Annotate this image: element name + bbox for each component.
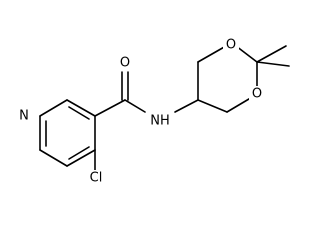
chlorine-label: Cl xyxy=(90,171,103,186)
chemical-structure-diagram: O NH N Cl O O xyxy=(16,37,290,186)
bond-c2-methyl-1 xyxy=(256,45,287,63)
carbonyl-oxygen-mask xyxy=(117,55,133,71)
bond-c3-c4-double xyxy=(68,146,90,160)
ring-oxygen-top-mask xyxy=(223,37,239,53)
bond-c4a-o1 xyxy=(197,45,227,63)
bond-c6-n xyxy=(39,99,68,117)
bond-c4b-c5 xyxy=(197,99,228,113)
bond-carbonyl-amide-n xyxy=(124,99,146,113)
bond-c3-c4 xyxy=(66,149,96,167)
pyridine-ring xyxy=(39,99,96,167)
pyridine-nitrogen-label: N xyxy=(19,109,29,124)
bond-c2-c3 xyxy=(39,149,68,167)
bond-c2-methyl-2 xyxy=(256,61,290,67)
ring-oxygen-bottom-mask xyxy=(249,86,265,102)
carbonyl-oxygen-label: O xyxy=(120,56,130,71)
bond-amide-n-c5-dioxane xyxy=(174,99,199,113)
bond-ring-carbonyl xyxy=(94,99,126,117)
amide-nitrogen-label: NH xyxy=(150,114,170,129)
chlorine-mask xyxy=(85,170,107,186)
amide-nitrogen-mask xyxy=(146,113,174,129)
bond-c5-c6-double xyxy=(68,106,90,120)
amide-group xyxy=(94,71,199,117)
ring-oxygen-bottom-label: O xyxy=(252,87,262,102)
bond-o1-c2 xyxy=(235,45,258,63)
ring-oxygen-top-label: O xyxy=(226,38,236,53)
atom-labels: O NH N Cl O O xyxy=(16,37,265,186)
pyridine-nitrogen-mask xyxy=(16,108,32,124)
dioxane-ring xyxy=(197,45,290,113)
bond-c5-c6 xyxy=(66,99,96,117)
